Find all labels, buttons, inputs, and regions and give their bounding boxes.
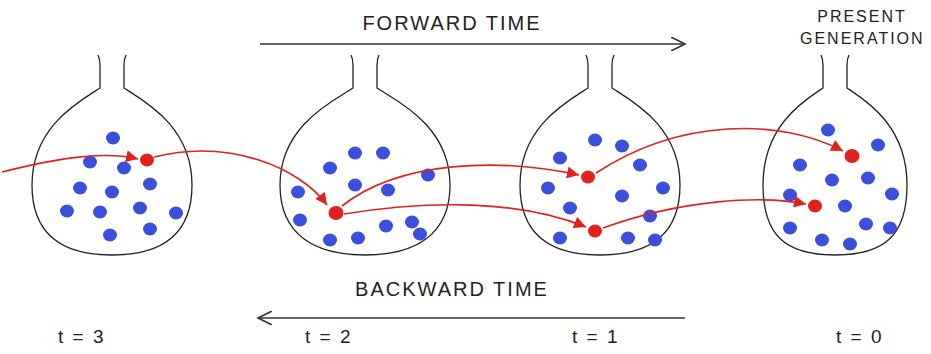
time-label: t = 0 <box>836 326 884 348</box>
time-label: t = 3 <box>58 326 106 348</box>
individual-dot <box>381 184 395 197</box>
individual-dot <box>648 234 662 247</box>
lineage-arrow <box>154 151 327 205</box>
lineage-arrow <box>596 128 843 173</box>
individual-dot <box>351 232 365 245</box>
lineage-arrow <box>2 156 138 172</box>
time-label: t = 1 <box>572 326 620 348</box>
individual-dot <box>861 172 875 185</box>
individual-dot <box>291 186 305 199</box>
individual-dot <box>783 222 797 235</box>
axis-label: FORWARD TIME <box>362 12 541 35</box>
individual-dot <box>885 188 899 201</box>
ancestor-dot <box>140 154 154 167</box>
ancestor-dot <box>588 225 602 238</box>
lineage-arrow <box>342 165 579 206</box>
individual-dot <box>103 229 117 242</box>
individual-dot <box>106 132 120 145</box>
population-flask <box>520 55 680 255</box>
individual-dot <box>376 147 390 160</box>
individual-dot <box>563 202 577 215</box>
individual-dot <box>105 186 119 199</box>
individual-dot <box>169 207 183 220</box>
individual-dot <box>541 182 555 195</box>
axis-label: BACKWARD TIME <box>355 278 549 301</box>
ancestor-dot <box>329 206 344 220</box>
individual-dot <box>815 234 829 247</box>
individual-dot <box>825 174 839 187</box>
individual-dot <box>405 216 419 229</box>
time-arrow <box>260 43 685 45</box>
population-flask <box>763 55 907 255</box>
individual-dot <box>73 182 87 195</box>
individual-dot <box>821 124 835 137</box>
individual-dot <box>553 232 567 245</box>
individual-dot <box>323 162 337 175</box>
ancestor-dot <box>845 149 860 163</box>
ancestor-dot <box>581 171 595 184</box>
individual-dot <box>871 139 885 152</box>
individual-dot <box>843 238 857 251</box>
individual-dot <box>793 159 807 172</box>
time-arrow <box>258 317 685 319</box>
time-label: t = 2 <box>305 326 353 348</box>
individual-dot <box>621 232 635 245</box>
individual-dot <box>859 218 873 231</box>
individual-dot <box>615 190 629 203</box>
individual-dot <box>643 210 657 223</box>
individual-dot <box>553 152 567 165</box>
individual-dot <box>93 206 107 219</box>
individual-dot <box>615 140 629 153</box>
individual-dot <box>633 159 647 172</box>
individual-dot <box>143 178 157 191</box>
individual-dot <box>588 134 602 147</box>
individual-dot <box>143 223 157 236</box>
population-flask <box>280 55 450 255</box>
individual-dot <box>656 182 670 195</box>
individual-dot <box>783 189 797 202</box>
individual-dot <box>413 228 427 241</box>
individual-dot <box>83 156 97 169</box>
individual-dot <box>117 162 131 175</box>
individual-dot <box>379 220 393 233</box>
individual-dot <box>60 205 74 218</box>
lineage-arrow <box>344 205 586 227</box>
individual-dot <box>133 202 147 215</box>
individual-dot <box>348 179 362 192</box>
individual-dot <box>883 222 897 235</box>
individual-dot <box>838 200 852 213</box>
individual-dot <box>348 147 362 160</box>
ancestor-dot <box>808 200 822 213</box>
lineage-arrow <box>603 200 806 228</box>
individual-dot <box>293 214 307 227</box>
individual-dot <box>323 234 337 247</box>
generation-label: PRESENT GENERATION <box>800 6 924 50</box>
